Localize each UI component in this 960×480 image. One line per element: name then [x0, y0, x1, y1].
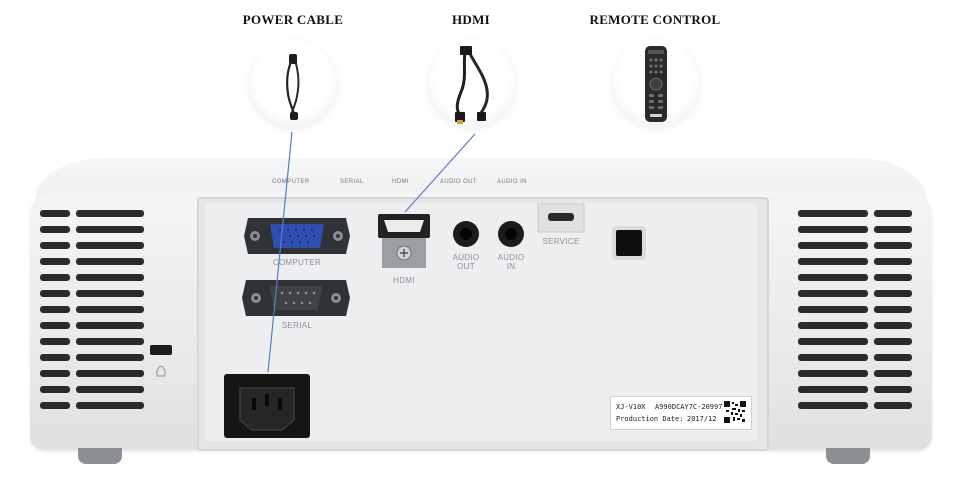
top-label-audio-out: AUDIO OUT: [440, 179, 477, 185]
power-leader-line: [267, 131, 293, 373]
top-label-audio-in: AUDIO IN: [497, 179, 527, 185]
qr-code-icon: [723, 400, 747, 424]
audio-out-jack: [453, 221, 479, 247]
computer-port-label: COMPUTER: [272, 258, 322, 267]
audio-in-label: AUDIO IN: [497, 253, 525, 271]
left-foot: [78, 448, 122, 464]
serial-port-label: SERIAL: [281, 321, 313, 330]
model-sticker: XJ-V10X A990DCAY7C-209975 Production Dat…: [610, 396, 752, 430]
power-cable-icon: [248, 38, 338, 128]
top-label-hdmi: HDMI: [392, 179, 409, 185]
top-label-computer: COMPUTER: [272, 179, 310, 185]
service-port: [537, 203, 585, 233]
remote-control-icon: [611, 38, 701, 128]
remote-control-title: REMOTE CONTROL: [589, 12, 721, 27]
hdmi-port-label: HDMI: [393, 276, 415, 285]
service-port-label: SERVICE: [542, 237, 580, 246]
vga-computer-port: [244, 218, 350, 254]
sticker-serial: A990DCAY7C-209975: [655, 403, 727, 411]
ac-power-inlet: [224, 374, 310, 438]
audio-out-label: AUDIO OUT: [452, 253, 480, 271]
hdmi-title: HDMI: [451, 12, 491, 27]
left-vent-grille: [40, 210, 144, 409]
audio-in-jack: [498, 221, 524, 247]
hdmi-leader-line: [404, 133, 476, 213]
hdmi-port: [378, 214, 430, 268]
top-label-serial: SERIAL: [340, 179, 364, 185]
ir-receiver-window: [612, 226, 646, 260]
security-slot: [150, 345, 172, 377]
sticker-production-date: 2017/12: [687, 415, 717, 423]
hdmi-cable-icon: [427, 38, 517, 128]
right-vent-grille: [798, 210, 912, 409]
serial-port: [242, 280, 350, 316]
right-foot: [826, 448, 870, 464]
sticker-production-label: Production Date:: [616, 415, 684, 423]
sticker-model: XJ-V10X: [616, 403, 646, 411]
power-cable-title: POWER CABLE: [242, 12, 344, 27]
